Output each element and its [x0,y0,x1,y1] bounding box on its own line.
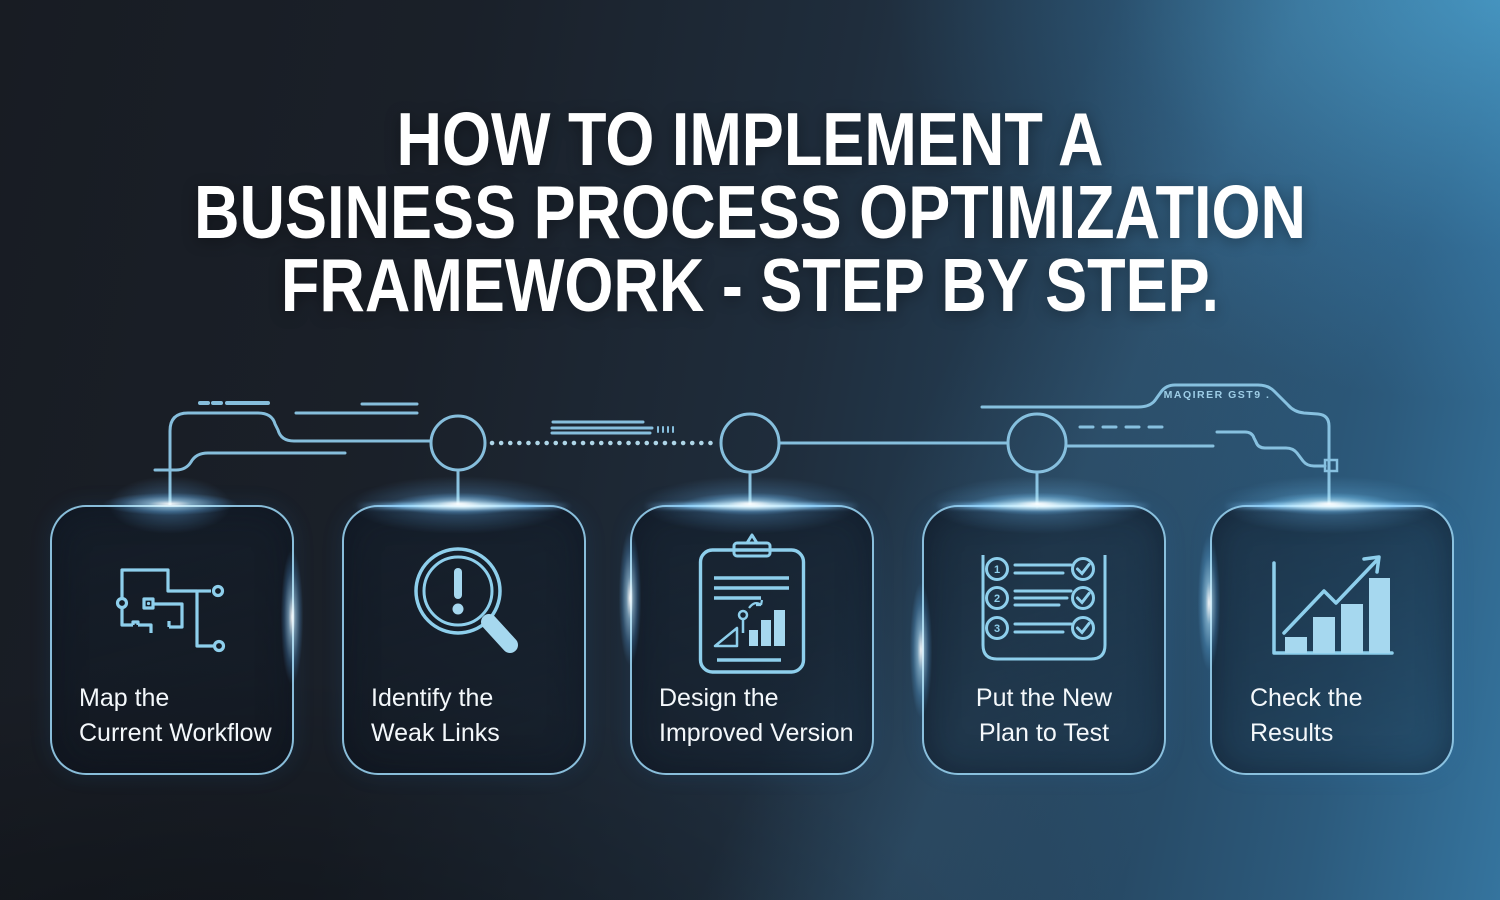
step-card-map-workflow: Map the Current Workflow [50,505,294,775]
step-label-line: Current Workflow [79,719,272,747]
step-label-line: Weak Links [371,719,500,747]
step-card-check-results: Check the Results [1210,503,1454,775]
trace-stacked-lines [550,420,654,435]
step-label-line: Design the [659,684,779,712]
checklist-number: 3 [994,623,1000,635]
checklist-number: 2 [994,593,1000,605]
icon-container [1212,553,1452,665]
trace-left-outer [168,411,433,507]
step-label-line: Check the [1250,684,1363,712]
node-circle-2 [719,412,781,474]
icon-container [632,532,872,678]
step-label-line: Map the [79,684,170,712]
icon-container [344,543,584,671]
page-title: HOW TO IMPLEMENT A BUSINESS PROCESS OPTI… [0,97,1500,327]
trace-chip-bump [980,383,1331,505]
step-label: Check the Results [1250,681,1438,751]
step-label: Map the Current Workflow [79,681,278,751]
trace-left-inner [153,451,347,472]
clipboard-chart-icon [698,533,806,674]
card-top-glow [936,503,1152,509]
step-label: Put the New Plan to Test [934,681,1154,751]
step-label-line: Put the New [975,684,1113,712]
trace-right-zigzag [1215,430,1327,468]
magnifier-alert-icon [414,547,518,653]
workflow-circuit-icon [115,568,226,653]
checklist-icon: 1 2 3 [981,555,1107,661]
step-label-line: Improved Version [659,719,854,747]
trace-pin-square [1323,458,1339,473]
card-top-glow [644,503,860,509]
node-circle-3 [1006,412,1068,474]
card-top-glow [356,503,572,509]
card-top-glow [1224,503,1440,509]
step-label: Identify the Weak Links [371,681,570,751]
step-label-line: Identify the [371,684,494,712]
step-card-identify-weak-links: Identify the Weak Links [342,503,586,775]
trace-tiny-glyphs [657,426,674,433]
title-line-1: HOW TO IMPLEMENT A [396,97,1104,181]
step-label-line: Plan to Test [978,719,1110,747]
step-card-design-improved-version: Design the Improved Version [630,503,874,775]
title-line-3: FRAMEWORK - STEP BY STEP. [280,243,1220,327]
checklist-number: 1 [994,564,1000,576]
bar-chart-growth-icon [1272,555,1394,655]
step-label-line: Results [1250,719,1334,747]
step-label: Design the Improved Version [659,681,858,751]
step-card-test-new-plan: 1 2 3 Put the New Plan to Test [922,503,1166,775]
title-line-2: BUSINESS PROCESS OPTIMIZATION [194,170,1306,254]
icon-container [52,562,292,654]
icon-container: 1 2 3 [924,555,1164,667]
circuit-chip-label: MAQIRER GST9 . [1163,389,1271,401]
node-circle-1 [429,414,487,472]
